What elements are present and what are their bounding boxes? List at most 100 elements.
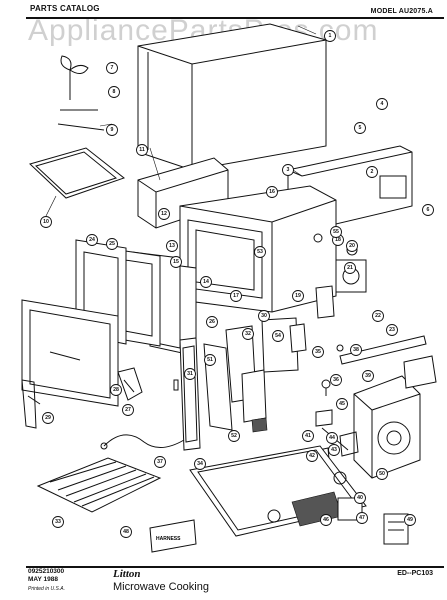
svg-text:7: 7 <box>111 65 114 71</box>
svg-text:48: 48 <box>123 529 129 535</box>
callout-45: 45 <box>336 398 348 410</box>
footer-date: MAY 1988 <box>28 576 58 583</box>
svg-text:29: 29 <box>45 415 51 421</box>
callout-28: 28 <box>110 384 122 396</box>
svg-text:21: 21 <box>347 265 353 271</box>
svg-text:12: 12 <box>161 211 167 217</box>
svg-text:33: 33 <box>55 519 61 525</box>
capacitor <box>383 513 409 545</box>
callout-15: 15 <box>170 256 182 268</box>
callout-13: 13 <box>166 240 178 252</box>
brand-logo: Litton <box>113 568 141 580</box>
callout-2: 2 <box>366 166 378 178</box>
callout-34: 34 <box>194 458 206 470</box>
callout-25: 25 <box>106 238 118 250</box>
callout-32: 32 <box>242 328 254 340</box>
callout-21: 21 <box>344 262 356 274</box>
svg-text:47: 47 <box>359 515 365 521</box>
svg-text:4: 4 <box>381 101 384 107</box>
svg-text:5: 5 <box>359 125 362 131</box>
wire-rack <box>36 457 162 513</box>
callout-52: 52 <box>228 430 240 442</box>
callout-17: 17 <box>230 290 242 302</box>
svg-text:8: 8 <box>113 89 116 95</box>
svg-text:38: 38 <box>353 347 359 353</box>
svg-text:19: 19 <box>295 293 301 299</box>
callout-5: 5 <box>354 122 366 134</box>
callout-30: 30 <box>258 310 270 322</box>
model-label: MODEL AU2075.A <box>370 8 433 15</box>
outer-door <box>21 299 119 407</box>
svg-text:41: 41 <box>305 433 311 439</box>
svg-text:23: 23 <box>389 327 395 333</box>
fan-assembly <box>57 55 105 131</box>
callout-14: 14 <box>200 276 212 288</box>
callout-55: 55 <box>330 226 342 238</box>
svg-text:15: 15 <box>173 259 179 265</box>
svg-text:10: 10 <box>43 219 49 225</box>
svg-text:37: 37 <box>157 459 163 465</box>
callout-22: 22 <box>372 310 384 322</box>
document-number: ED--PC103 <box>397 570 433 577</box>
svg-text:28: 28 <box>113 387 119 393</box>
callout-7: 7 <box>106 62 118 74</box>
svg-text:32: 32 <box>245 331 251 337</box>
svg-text:36: 36 <box>333 377 339 383</box>
svg-text:40: 40 <box>357 495 363 501</box>
footer-printed: Printed in U.S.A. <box>28 586 65 592</box>
callout-41: 41 <box>302 430 314 442</box>
callout-40: 40 <box>354 492 366 504</box>
power-cord <box>100 434 185 450</box>
svg-text:20: 20 <box>349 243 355 249</box>
svg-text:26: 26 <box>209 319 215 325</box>
base-plate <box>189 445 367 537</box>
bottom-plate <box>29 147 126 199</box>
callout-12: 12 <box>158 208 170 220</box>
svg-text:49: 49 <box>407 517 413 523</box>
callout-44: 44 <box>326 432 338 444</box>
svg-text:31: 31 <box>187 371 193 377</box>
svg-text:14: 14 <box>203 279 209 285</box>
brand-subtitle: Microwave Cooking <box>113 581 209 593</box>
callout-54: 54 <box>272 330 284 342</box>
svg-text:44: 44 <box>329 435 335 441</box>
svg-text:2: 2 <box>371 169 374 175</box>
svg-text:43: 43 <box>331 447 337 453</box>
leader-lines <box>45 25 317 217</box>
callout-10: 10 <box>40 216 52 228</box>
footer-rule <box>26 566 444 568</box>
svg-text:16: 16 <box>269 189 275 195</box>
svg-text:17: 17 <box>233 293 239 299</box>
svg-text:52: 52 <box>231 433 237 439</box>
svg-text:51: 51 <box>207 357 213 363</box>
blower-housing <box>353 355 437 479</box>
door-choke <box>117 367 143 401</box>
svg-text:34: 34 <box>197 461 203 467</box>
callout-27: 27 <box>122 404 134 416</box>
svg-text:42: 42 <box>309 453 315 459</box>
callout-49: 49 <box>404 514 416 526</box>
callout-35: 35 <box>312 346 324 358</box>
svg-text:53: 53 <box>257 249 263 255</box>
callout-24: 24 <box>86 234 98 246</box>
callout-20: 20 <box>346 240 358 252</box>
callout-47: 47 <box>356 512 368 524</box>
callout-3: 3 <box>282 164 294 176</box>
harness-label: HARNESS <box>156 536 181 542</box>
callout-16: 16 <box>266 186 278 198</box>
callout-43: 43 <box>328 444 340 456</box>
svg-text:27: 27 <box>125 407 131 413</box>
svg-text:22: 22 <box>375 313 381 319</box>
svg-text:35: 35 <box>315 349 321 355</box>
svg-text:25: 25 <box>109 241 115 247</box>
callout-53: 53 <box>254 246 266 258</box>
header-rule <box>26 17 444 19</box>
svg-text:6: 6 <box>427 207 430 213</box>
thermostat-parts <box>315 344 344 427</box>
svg-text:9: 9 <box>111 127 114 133</box>
footer-part-number: 0925210300 <box>28 568 65 575</box>
callout-36: 36 <box>330 374 342 386</box>
harness-box: HARNESS <box>149 519 197 553</box>
control-panel <box>173 337 233 451</box>
